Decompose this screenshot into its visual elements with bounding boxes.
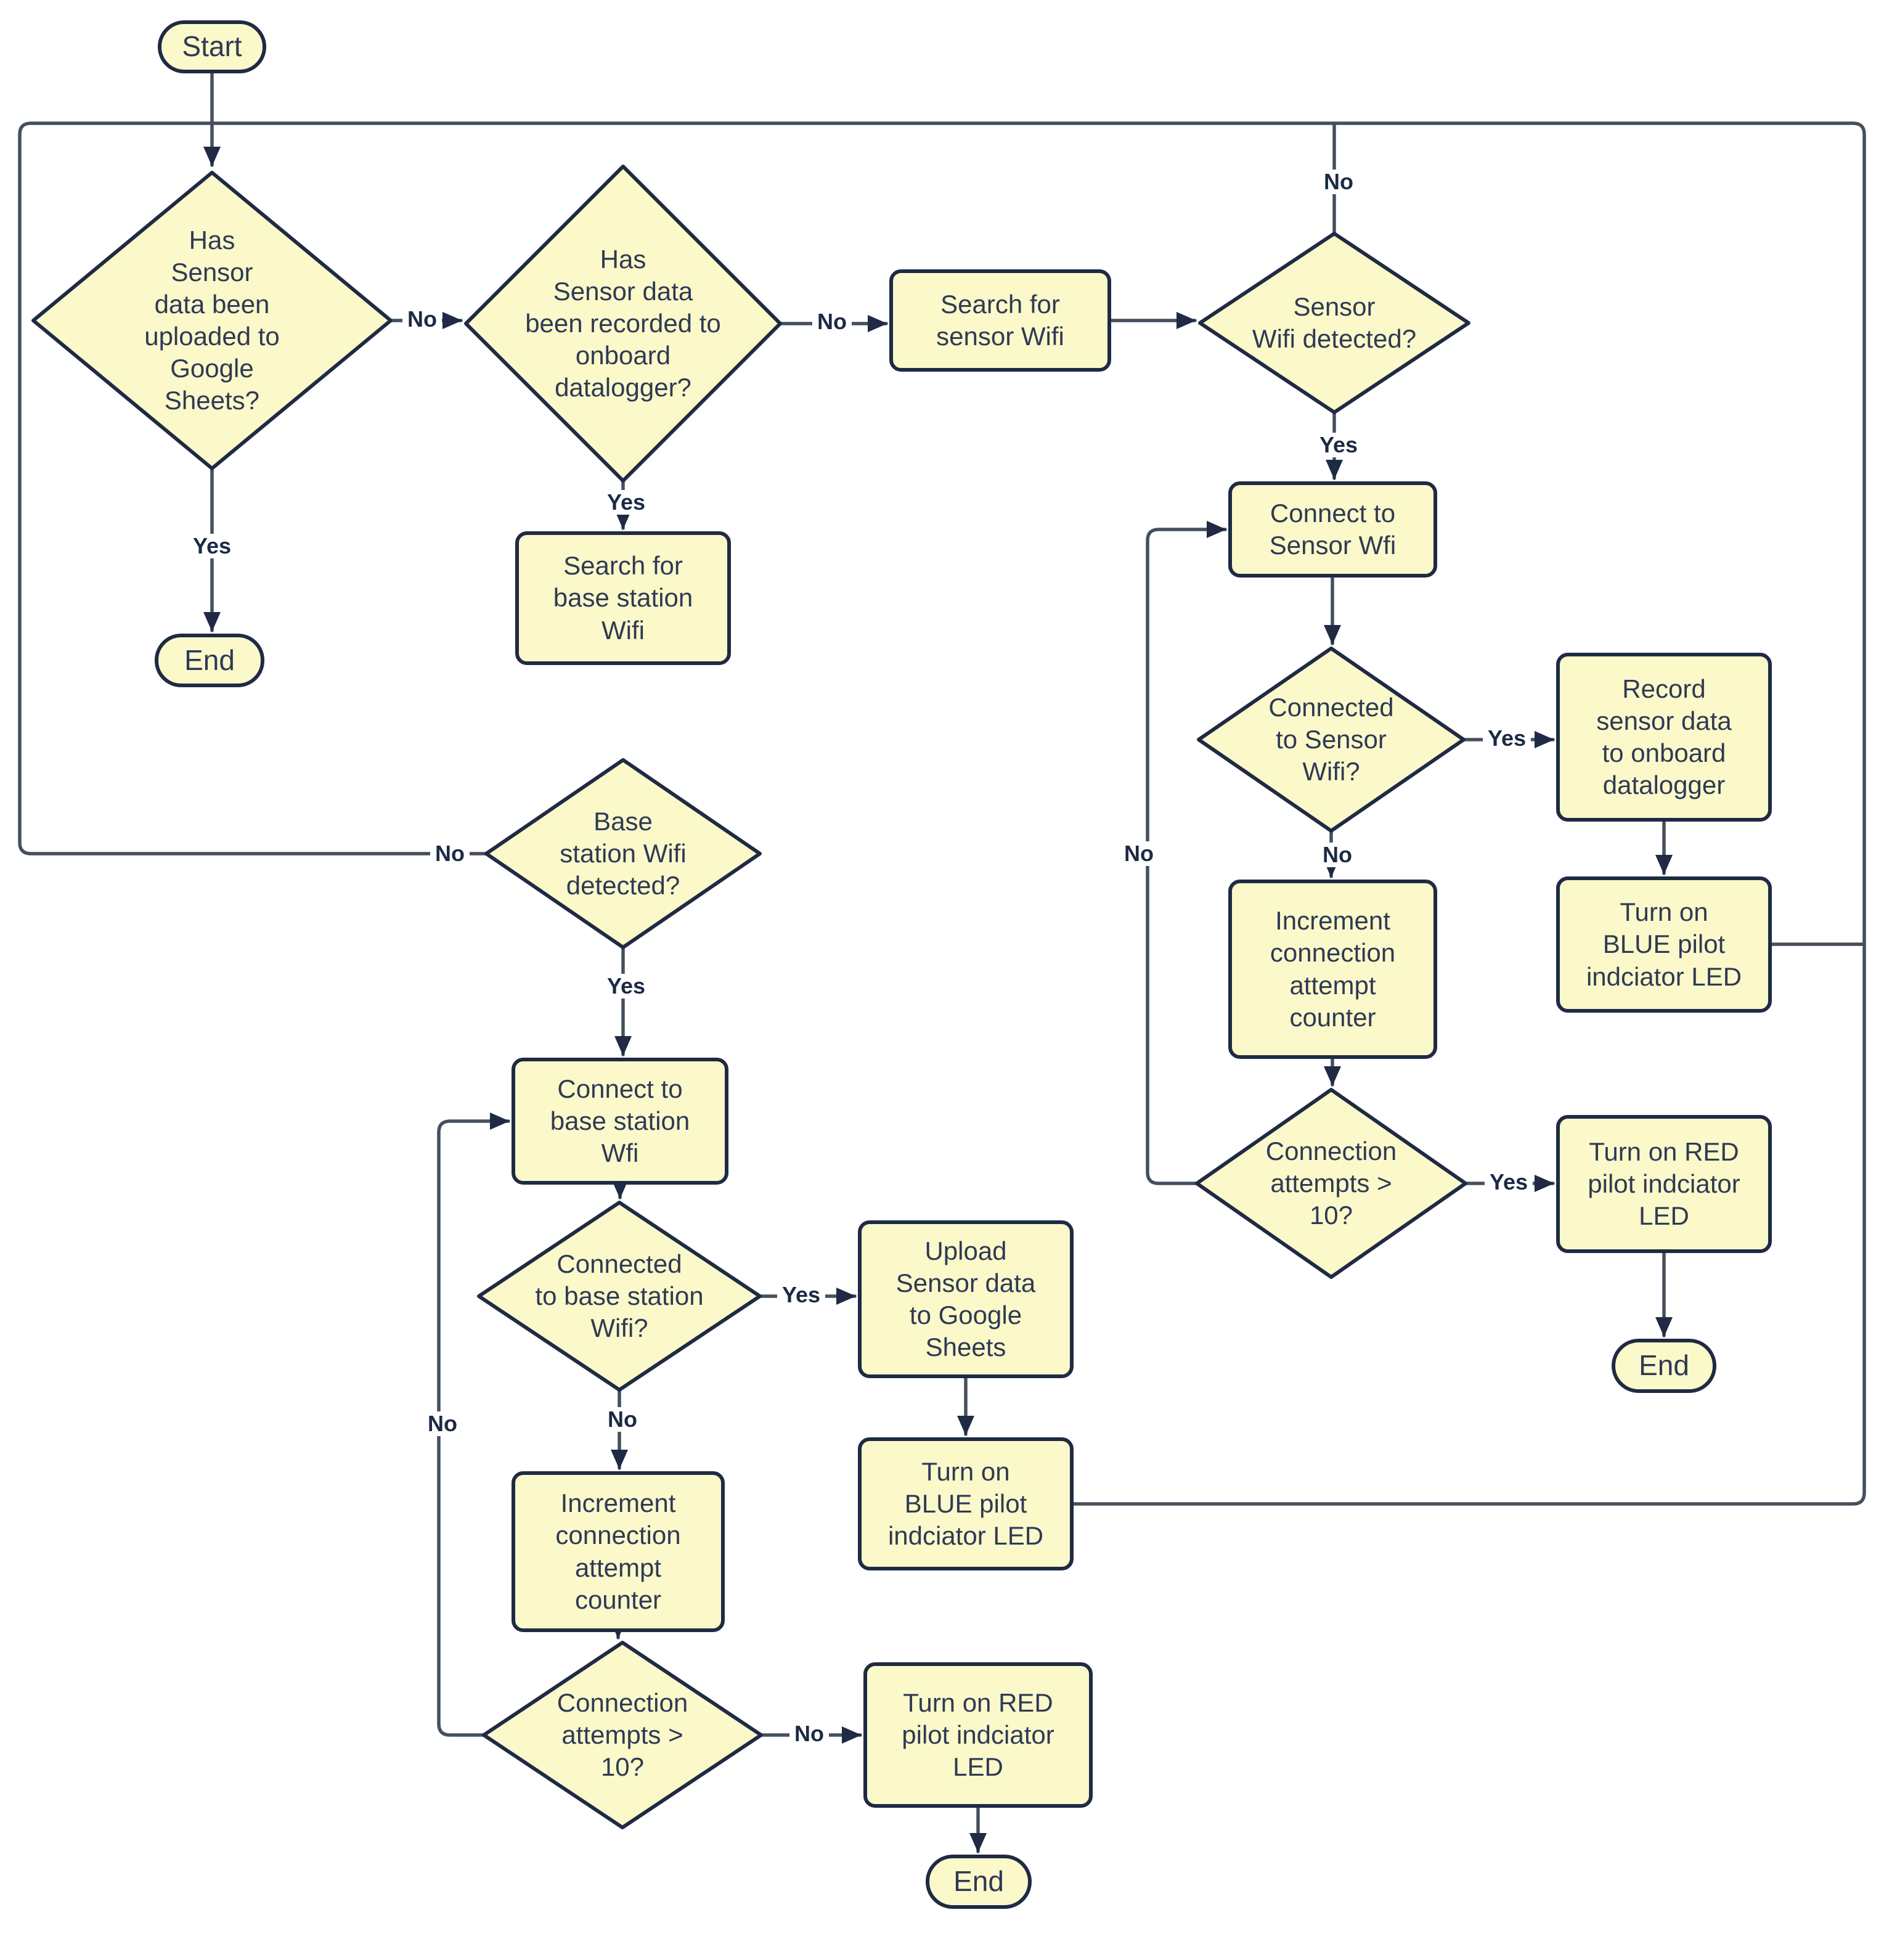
search-base-wifi-box-shape bbox=[515, 531, 731, 665]
edge-label-uploaded-no: No bbox=[402, 307, 442, 332]
end-right-terminator-shape bbox=[1612, 1339, 1716, 1393]
connected-sensor-wifi-diamond-shape bbox=[1197, 647, 1466, 833]
upload-to-sheets-box-shape bbox=[858, 1220, 1074, 1378]
increment-counter-right-box-shape bbox=[1228, 880, 1437, 1059]
attempts-right-diamond-shape bbox=[1195, 1088, 1467, 1279]
search-sensor-wifi-box-shape bbox=[889, 269, 1111, 372]
edge-label-connected-base-yes: Yes bbox=[777, 1283, 826, 1307]
edge-label-attempts-right-yes: Yes bbox=[1484, 1170, 1533, 1194]
check-recorded-diamond-shape bbox=[464, 165, 782, 483]
red-led-bottom-box-shape bbox=[863, 1662, 1093, 1808]
edge-label-base-detected-no: No bbox=[430, 841, 470, 866]
edge-label-connected-base-no: No bbox=[603, 1407, 642, 1432]
edge-outer-feedback-rail bbox=[18, 121, 1866, 1506]
edge-label-connected-sensor-no: No bbox=[1318, 843, 1357, 867]
edge-label-uploaded-yes: Yes bbox=[187, 534, 237, 558]
edge-label-recorded-yes: Yes bbox=[601, 490, 651, 515]
edge-label-sensor-detected-no: No bbox=[1319, 169, 1358, 194]
edge-label-base-detected-yes: Yes bbox=[601, 974, 651, 998]
blue-led-right-box-shape bbox=[1556, 876, 1772, 1013]
edge-label-connected-sensor-yes: Yes bbox=[1482, 726, 1531, 751]
blue-led-bottom-box-shape bbox=[858, 1437, 1074, 1570]
edge-label-attempts-left-loop-no: No bbox=[423, 1411, 462, 1436]
sensor-wifi-detected-diamond-shape bbox=[1198, 232, 1470, 414]
connect-sensor-wifi-box-shape bbox=[1228, 481, 1437, 578]
record-to-datalogger-box-shape bbox=[1556, 653, 1772, 822]
connect-base-wifi-box-shape bbox=[512, 1058, 728, 1185]
end-left-terminator-shape bbox=[155, 634, 264, 687]
edge-label-sensor-detected-yes: Yes bbox=[1314, 433, 1363, 457]
edge-attempts-right-loop-no bbox=[1146, 521, 1227, 1185]
end-bottom-terminator-shape bbox=[926, 1855, 1032, 1909]
increment-counter-left-box-shape bbox=[512, 1471, 725, 1632]
edge-label-attempts-left-no: No bbox=[789, 1721, 829, 1746]
connected-base-wifi-diamond-shape bbox=[477, 1201, 762, 1392]
base-wifi-detected-diamond-shape bbox=[484, 758, 762, 949]
edge-label-recorded-no: No bbox=[812, 309, 852, 334]
edge-label-attempts-right-loop-no: No bbox=[1119, 841, 1159, 866]
attempts-left-diamond-shape bbox=[482, 1641, 763, 1829]
check-uploaded-diamond-shape bbox=[31, 171, 393, 470]
red-led-right-box-shape bbox=[1556, 1115, 1772, 1253]
start-terminator-shape bbox=[158, 20, 266, 73]
